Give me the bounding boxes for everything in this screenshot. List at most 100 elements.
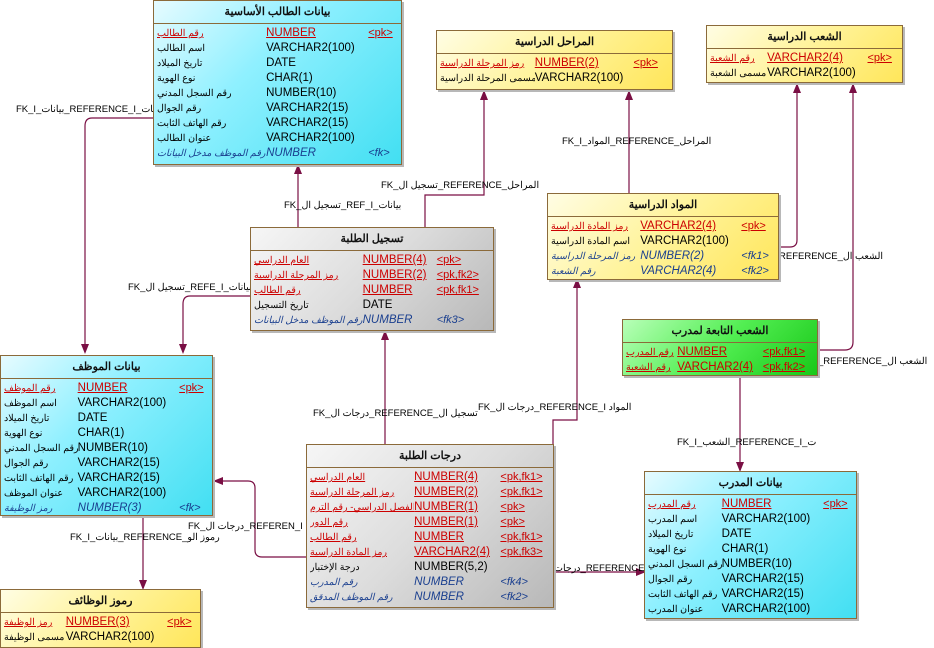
column-key bbox=[823, 527, 853, 542]
column-name: نوع الهوية bbox=[4, 428, 43, 439]
column-key bbox=[179, 456, 209, 471]
column-type: NUMBER bbox=[414, 591, 464, 603]
column-type: VARCHAR2(4) bbox=[640, 265, 717, 277]
column-name: درجة الإختبار bbox=[310, 562, 360, 573]
column-key: <pk,fk1> bbox=[762, 346, 806, 358]
link-teachersections-sections bbox=[818, 85, 854, 351]
arrow-head-icon bbox=[636, 568, 646, 576]
column-name: تاريخ الميلاد bbox=[648, 529, 694, 540]
arrow-head-icon bbox=[179, 344, 187, 354]
column-key: <pk> bbox=[368, 27, 393, 39]
column-key: <fk2> bbox=[500, 591, 528, 603]
relationship-label: FK_درجات ال_REFEREN_I bbox=[188, 521, 303, 532]
column-name: رقم الشعبة bbox=[710, 53, 755, 64]
column-name: العام الدراسي bbox=[310, 472, 366, 483]
arrow-head-icon bbox=[625, 90, 633, 100]
column-name: رقم الطالب bbox=[254, 285, 301, 296]
column-name: تاريخ التسجيل bbox=[254, 300, 309, 311]
column-name: عنوان الطالب bbox=[157, 133, 212, 144]
arrow-head-icon bbox=[381, 330, 389, 340]
column-key bbox=[823, 572, 853, 587]
column-key bbox=[179, 471, 209, 486]
column-key bbox=[823, 602, 853, 617]
column-key: <pk,fk1> bbox=[436, 284, 479, 296]
column-type: VARCHAR2(15) bbox=[77, 472, 160, 484]
column-name: رمز المرحلة الدراسية bbox=[254, 270, 339, 281]
arrow-head-icon bbox=[139, 580, 147, 590]
column-name: رقم المدرب bbox=[310, 577, 358, 588]
column-name: رقم الهاتف الثابت bbox=[648, 589, 718, 600]
column-name: اسم المادة الدراسية bbox=[551, 236, 630, 247]
column-key: <fk> bbox=[368, 147, 390, 159]
column-key bbox=[368, 41, 398, 56]
column-name: رقم السجل المدني bbox=[157, 88, 232, 99]
link-registration-stages bbox=[424, 92, 485, 227]
